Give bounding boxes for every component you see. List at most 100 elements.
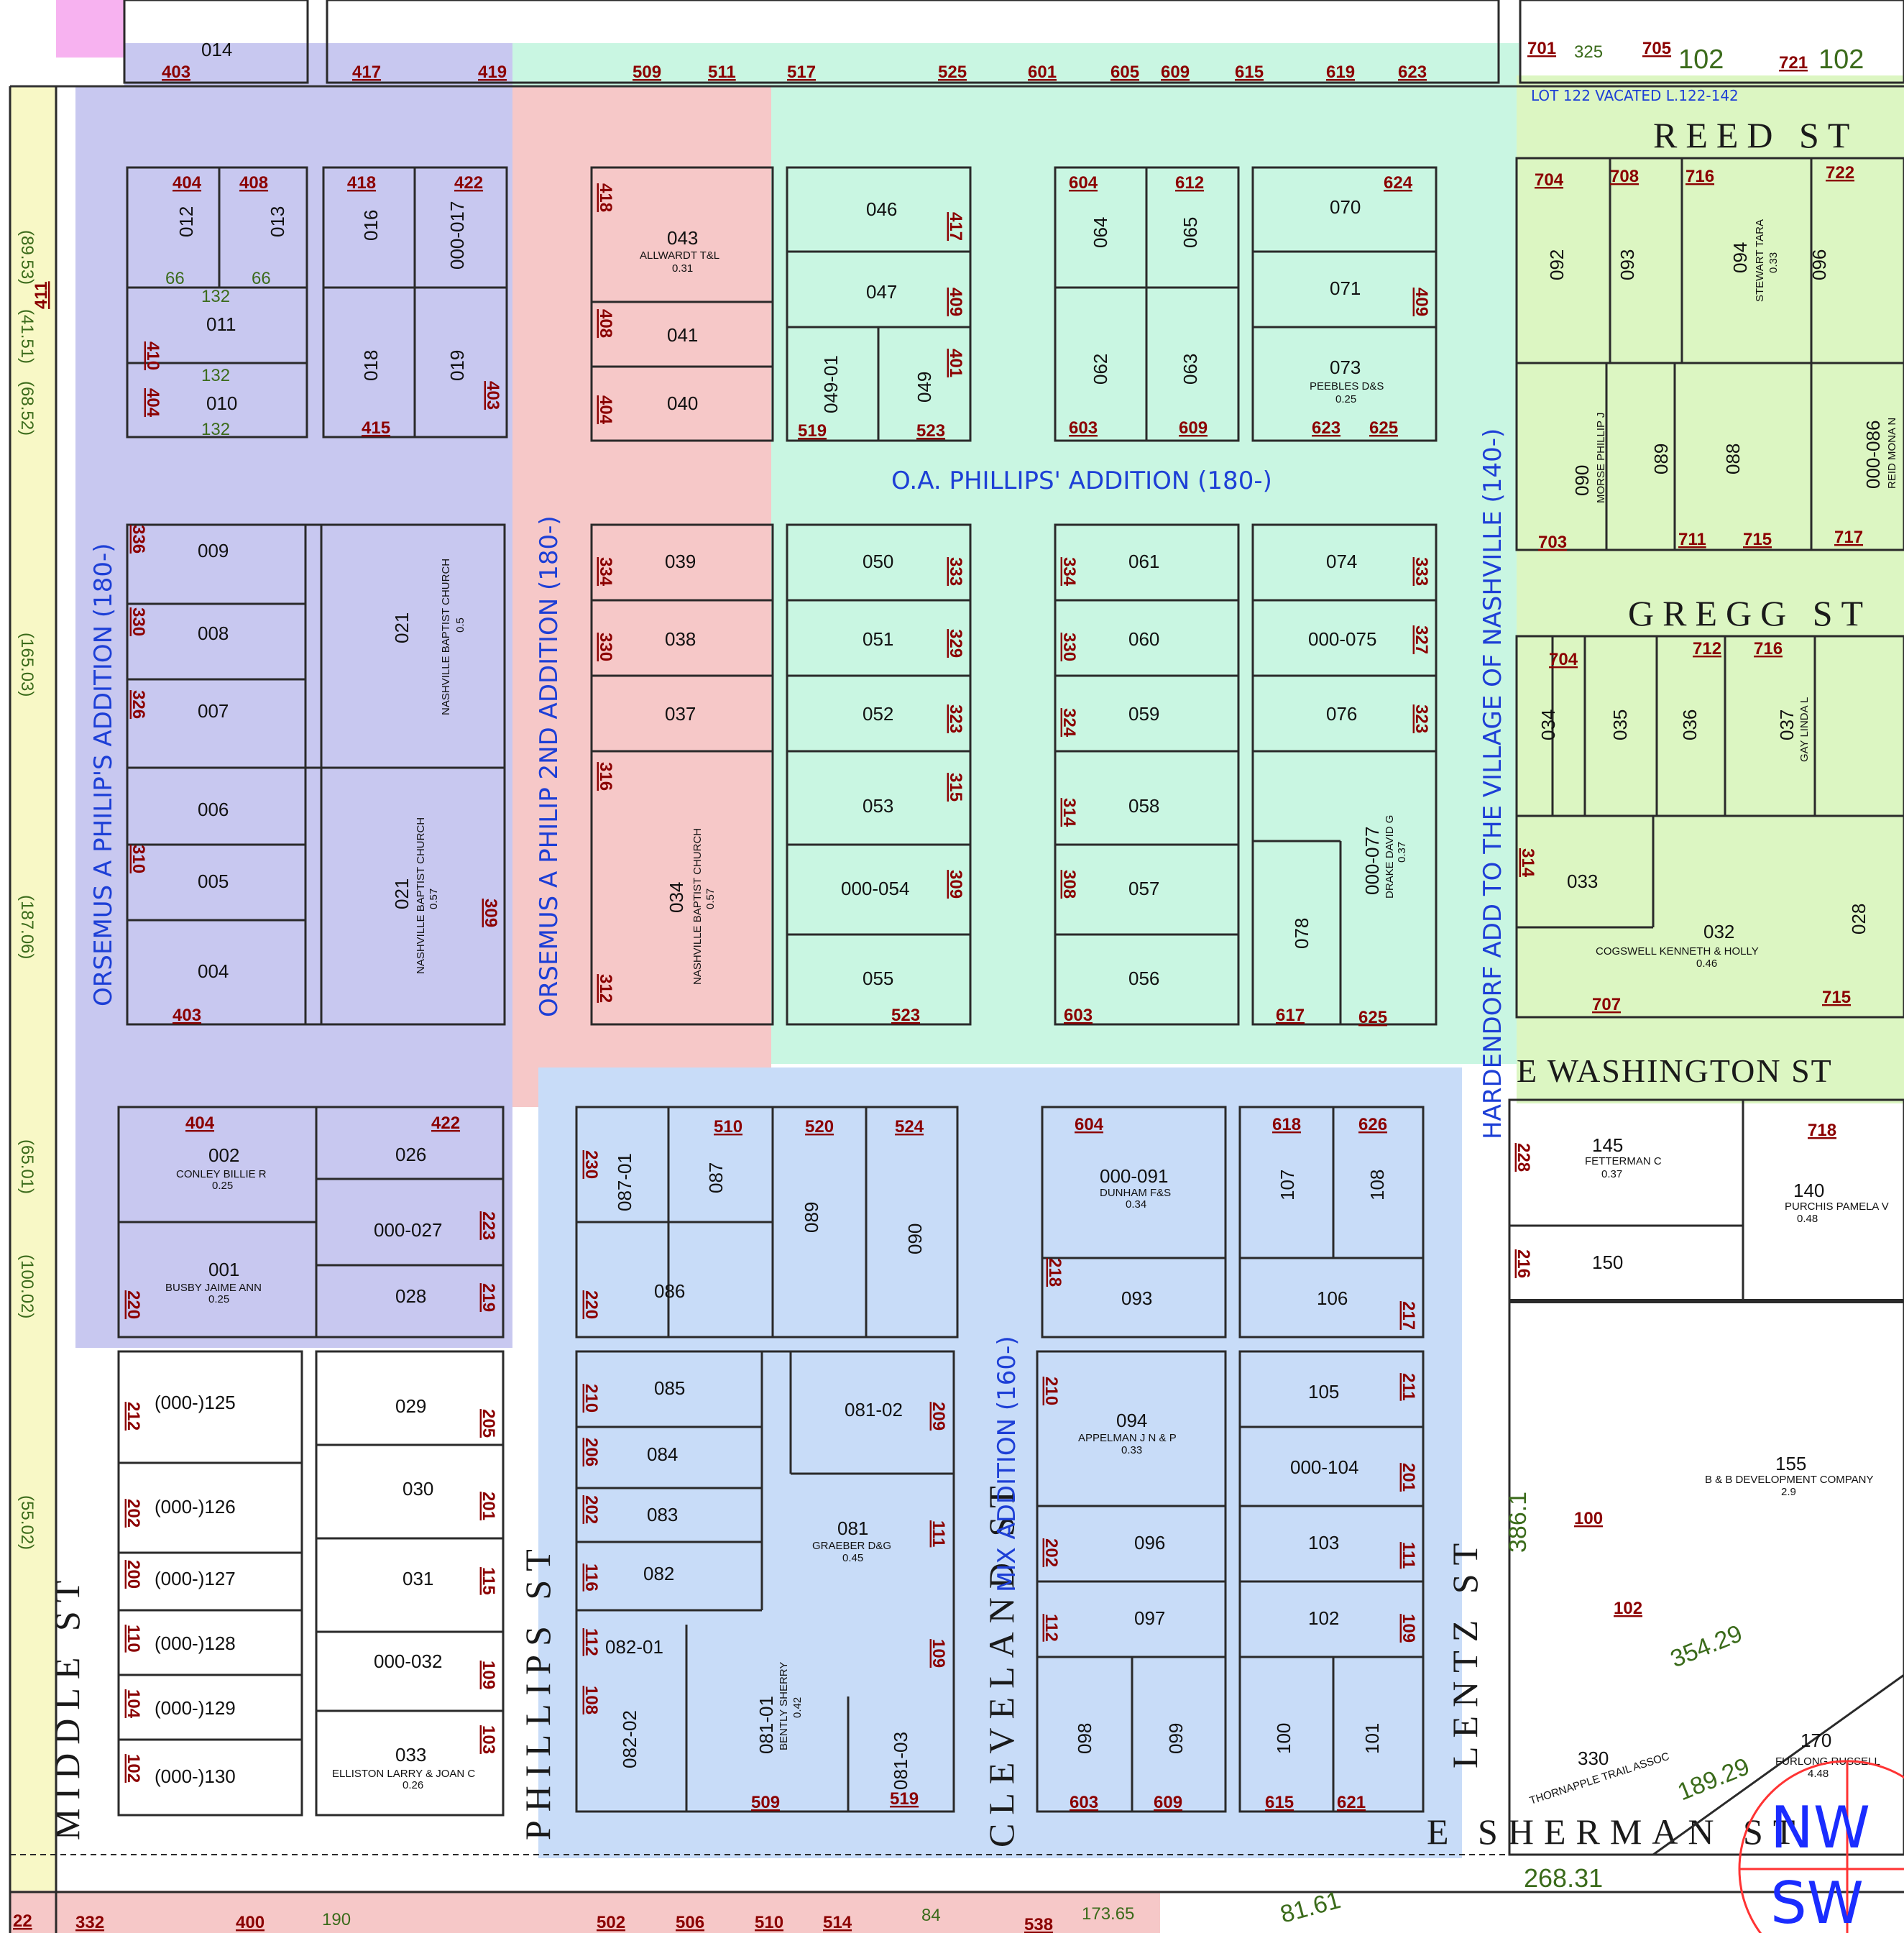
parcel-085[interactable]: 085 bbox=[654, 1377, 685, 1399]
parcel-049-01[interactable]: 049-01 bbox=[820, 355, 842, 413]
parcel-000-017[interactable]: 000-017 bbox=[446, 201, 468, 270]
parcel-050[interactable]: 050 bbox=[863, 551, 893, 572]
parcel-026[interactable]: 026 bbox=[395, 1144, 426, 1165]
parcel-000-104[interactable]: 000-104 bbox=[1290, 1456, 1358, 1478]
parcel-049[interactable]: 049 bbox=[914, 372, 935, 403]
parcel-102[interactable]: 102 bbox=[1308, 1607, 1339, 1629]
parcel-107[interactable]: 107 bbox=[1277, 1170, 1298, 1200]
parcel-019[interactable]: 019 bbox=[446, 350, 468, 381]
parcel-096[interactable]: 096 bbox=[1808, 249, 1830, 280]
parcel-063[interactable]: 063 bbox=[1179, 354, 1201, 385]
parcel-105[interactable]: 105 bbox=[1308, 1381, 1339, 1402]
parcel-028h[interactable]: 028 bbox=[1848, 904, 1869, 935]
parcel-000-130[interactable]: (000-)130 bbox=[155, 1766, 236, 1787]
parcel-033b[interactable]: 033 bbox=[395, 1744, 426, 1766]
parcel-029[interactable]: 029 bbox=[395, 1395, 426, 1417]
parcel-032[interactable]: 032 bbox=[1703, 921, 1734, 942]
parcel-009[interactable]: 009 bbox=[198, 540, 229, 561]
parcel-000-127[interactable]: (000-)127 bbox=[155, 1568, 236, 1589]
parcel-089[interactable]: 089 bbox=[1650, 444, 1672, 474]
parcel-034h[interactable]: 034 bbox=[1537, 710, 1559, 740]
parcel-100[interactable]: 100 bbox=[1273, 1723, 1294, 1754]
parcel-081-03[interactable]: 081-03 bbox=[890, 1732, 911, 1790]
parcel-140[interactable]: 140 bbox=[1793, 1180, 1824, 1201]
parcel-058[interactable]: 058 bbox=[1128, 795, 1159, 817]
parcel-056[interactable]: 056 bbox=[1128, 968, 1159, 989]
parcel-084[interactable]: 084 bbox=[647, 1443, 678, 1465]
parcel-035[interactable]: 035 bbox=[1609, 710, 1631, 740]
parcel-098[interactable]: 098 bbox=[1074, 1723, 1095, 1754]
parcel-039[interactable]: 039 bbox=[665, 551, 696, 572]
parcel-103[interactable]: 103 bbox=[1308, 1532, 1339, 1553]
parcel-076[interactable]: 076 bbox=[1326, 703, 1357, 725]
parcel-001[interactable]: 001 bbox=[208, 1259, 239, 1280]
parcel-000-032[interactable]: 000-032 bbox=[374, 1650, 442, 1672]
parcel-037[interactable]: 037 bbox=[665, 703, 696, 725]
parcel-016[interactable]: 016 bbox=[360, 210, 382, 241]
parcel-031[interactable]: 031 bbox=[403, 1568, 433, 1589]
parcel-004[interactable]: 004 bbox=[198, 960, 229, 982]
parcel-082-01[interactable]: 082-01 bbox=[605, 1636, 663, 1658]
parcel-018[interactable]: 018 bbox=[360, 350, 382, 381]
parcel-093m[interactable]: 093 bbox=[1121, 1287, 1152, 1309]
parcel-082[interactable]: 082 bbox=[643, 1563, 674, 1584]
parcel-145[interactable]: 145 bbox=[1592, 1134, 1623, 1156]
parcel-053[interactable]: 053 bbox=[863, 795, 893, 817]
parcel-089m[interactable]: 089 bbox=[801, 1202, 822, 1233]
parcel-155[interactable]: 155 bbox=[1775, 1453, 1806, 1474]
parcel-028[interactable]: 028 bbox=[395, 1285, 426, 1307]
parcel-081-01[interactable]: 081-01 bbox=[755, 1696, 777, 1754]
parcel-000-126[interactable]: (000-)126 bbox=[155, 1496, 236, 1518]
parcel-021b[interactable]: 021 bbox=[391, 878, 413, 909]
parcel-037h[interactable]: 037 bbox=[1776, 710, 1798, 740]
parcel-078[interactable]: 078 bbox=[1291, 918, 1312, 949]
parcel-065[interactable]: 065 bbox=[1179, 217, 1201, 248]
parcel-062[interactable]: 062 bbox=[1090, 354, 1111, 385]
parcel-000-077[interactable]: 000-077 bbox=[1361, 827, 1383, 895]
parcel-000-075[interactable]: 000-075 bbox=[1308, 628, 1376, 650]
parcel-047[interactable]: 047 bbox=[866, 281, 897, 303]
parcel-086m[interactable]: 086 bbox=[654, 1280, 685, 1302]
parcel-041[interactable]: 041 bbox=[667, 324, 698, 346]
parcel-071[interactable]: 071 bbox=[1330, 277, 1361, 299]
parcel-043[interactable]: 043 bbox=[667, 227, 698, 249]
parcel-090m[interactable]: 090 bbox=[904, 1223, 926, 1254]
parcel-051[interactable]: 051 bbox=[863, 628, 893, 650]
parcel-057[interactable]: 057 bbox=[1128, 878, 1159, 899]
parcel-000-054[interactable]: 000-054 bbox=[841, 878, 909, 899]
parcel-007[interactable]: 007 bbox=[198, 700, 229, 722]
parcel-000-027[interactable]: 000-027 bbox=[374, 1219, 442, 1241]
parcel-013[interactable]: 013 bbox=[267, 206, 288, 237]
parcel-083[interactable]: 083 bbox=[647, 1504, 678, 1525]
parcel-052[interactable]: 052 bbox=[863, 703, 893, 725]
parcel-330[interactable]: 330 bbox=[1578, 1748, 1609, 1769]
parcel-082-02[interactable]: 082-02 bbox=[619, 1710, 640, 1768]
parcel-088[interactable]: 088 bbox=[1722, 444, 1744, 474]
parcel-012[interactable]: 012 bbox=[175, 206, 197, 237]
parcel-094[interactable]: 094 bbox=[1729, 242, 1751, 273]
parcel-038[interactable]: 038 bbox=[665, 628, 696, 650]
parcel-000-128[interactable]: (000-)128 bbox=[155, 1633, 236, 1654]
parcel-000-086[interactable]: 000-086 bbox=[1862, 421, 1884, 489]
parcel-021a[interactable]: 021 bbox=[391, 612, 413, 643]
parcel-005[interactable]: 005 bbox=[198, 871, 229, 892]
parcel-061[interactable]: 061 bbox=[1128, 551, 1159, 572]
parcel-030[interactable]: 030 bbox=[403, 1478, 433, 1500]
parcel-099[interactable]: 099 bbox=[1165, 1723, 1187, 1754]
parcel-092[interactable]: 092 bbox=[1546, 249, 1568, 280]
parcel-074[interactable]: 074 bbox=[1326, 551, 1357, 572]
parcel-036[interactable]: 036 bbox=[1679, 710, 1701, 740]
parcel-006[interactable]: 006 bbox=[198, 799, 229, 820]
parcel-040[interactable]: 040 bbox=[667, 392, 698, 414]
parcel-059[interactable]: 059 bbox=[1128, 703, 1159, 725]
parcel-150[interactable]: 150 bbox=[1592, 1252, 1623, 1273]
parcel-033[interactable]: 033 bbox=[1567, 871, 1598, 892]
parcel-106[interactable]: 106 bbox=[1317, 1287, 1348, 1309]
parcel-081-02[interactable]: 081-02 bbox=[845, 1399, 903, 1420]
parcel-064[interactable]: 064 bbox=[1090, 217, 1111, 248]
parcel-090[interactable]: 090 bbox=[1571, 465, 1593, 496]
parcel-073[interactable]: 073 bbox=[1330, 357, 1361, 378]
parcel-000-091[interactable]: 000-091 bbox=[1100, 1165, 1168, 1187]
parcel-055[interactable]: 055 bbox=[863, 968, 893, 989]
parcel-087[interactable]: 087 bbox=[705, 1162, 727, 1193]
